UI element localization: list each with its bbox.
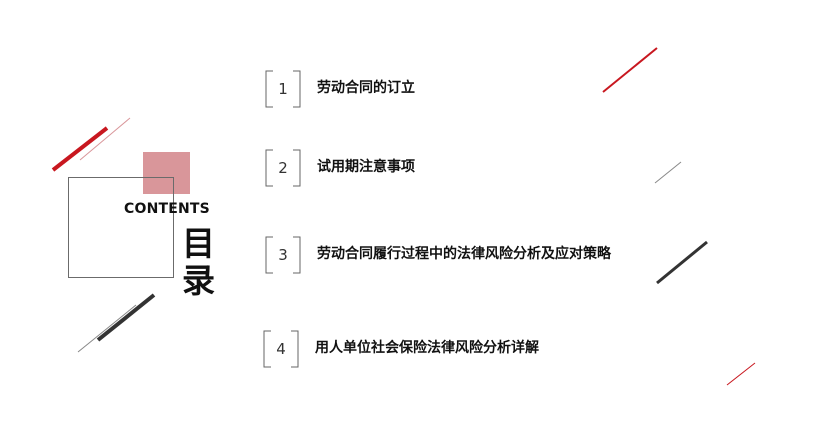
number-bracket-box: 4 xyxy=(263,330,299,368)
item-number: 3 xyxy=(278,246,288,264)
toc-item-2[interactable]: 2 试用期注意事项 xyxy=(265,149,685,187)
dark-slash-bottom-left-thick xyxy=(96,293,156,342)
number-bracket-box: 1 xyxy=(265,70,301,108)
item-number: 2 xyxy=(278,159,288,177)
red-slash-bottom-right xyxy=(726,362,756,386)
item-number: 1 xyxy=(278,80,288,98)
item-label: 用人单位社会保险法律风险分析详解 xyxy=(315,340,539,356)
toc-item-3[interactable]: 3 劳动合同履行过程中的法律风险分析及应对策略 xyxy=(265,236,685,274)
red-slash-left-thick xyxy=(51,126,109,172)
pink-accent-square xyxy=(143,152,190,194)
item-label: 劳动合同的订立 xyxy=(317,80,415,96)
toc-item-1[interactable]: 1 劳动合同的订立 xyxy=(265,70,685,108)
red-slash-left-thin xyxy=(79,117,131,161)
heading-char-lu: 录 xyxy=(182,261,215,300)
number-bracket-box: 3 xyxy=(265,236,301,274)
heading-frame-box xyxy=(68,177,174,278)
toc-item-4[interactable]: 4 用人单位社会保险法律风险分析详解 xyxy=(263,330,683,368)
item-number: 4 xyxy=(276,340,286,358)
gray-slash-bottom-left-thin xyxy=(77,304,137,353)
item-label: 劳动合同履行过程中的法律风险分析及应对策略 xyxy=(317,246,611,262)
heading-char-mu: 目 xyxy=(182,224,215,263)
contents-heading: CONTENTS xyxy=(124,201,210,217)
number-bracket-box: 2 xyxy=(265,149,301,187)
item-label: 试用期注意事项 xyxy=(317,159,415,175)
